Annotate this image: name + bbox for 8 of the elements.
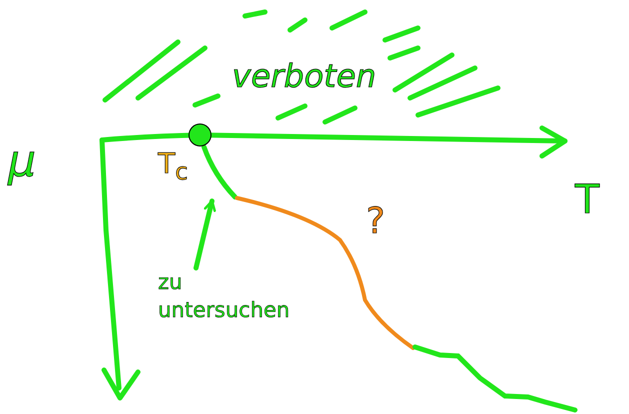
handwritten-label: T$_{c}$ [158,150,188,184]
handwritten-label: T [575,180,600,220]
handwritten-label: verboten [232,60,376,92]
handwritten-label: ? [366,204,386,240]
annotation-text: zu untersuchen [158,268,308,325]
arrow [194,198,216,270]
phase-boundary-curve [202,144,238,200]
handwritten-label: μ [8,140,36,184]
